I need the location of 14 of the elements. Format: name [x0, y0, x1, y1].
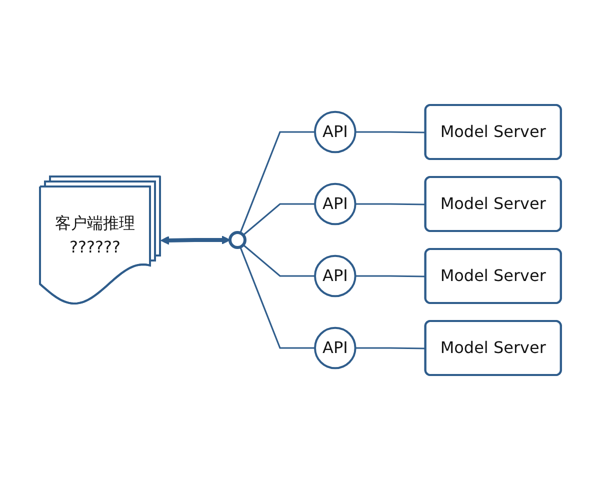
connector — [354, 131, 426, 134]
node-circle — [228, 231, 246, 249]
arrow — [160, 236, 230, 245]
connector — [239, 131, 315, 234]
node-circle: API — [314, 110, 356, 154]
connector — [354, 275, 426, 278]
node-circle: API — [314, 254, 356, 298]
connector — [354, 347, 426, 350]
connector — [242, 203, 315, 236]
node-circle: API — [314, 182, 356, 226]
node-circle: API — [314, 326, 356, 370]
connector — [239, 246, 315, 349]
connector — [354, 203, 426, 206]
connector — [242, 244, 315, 277]
